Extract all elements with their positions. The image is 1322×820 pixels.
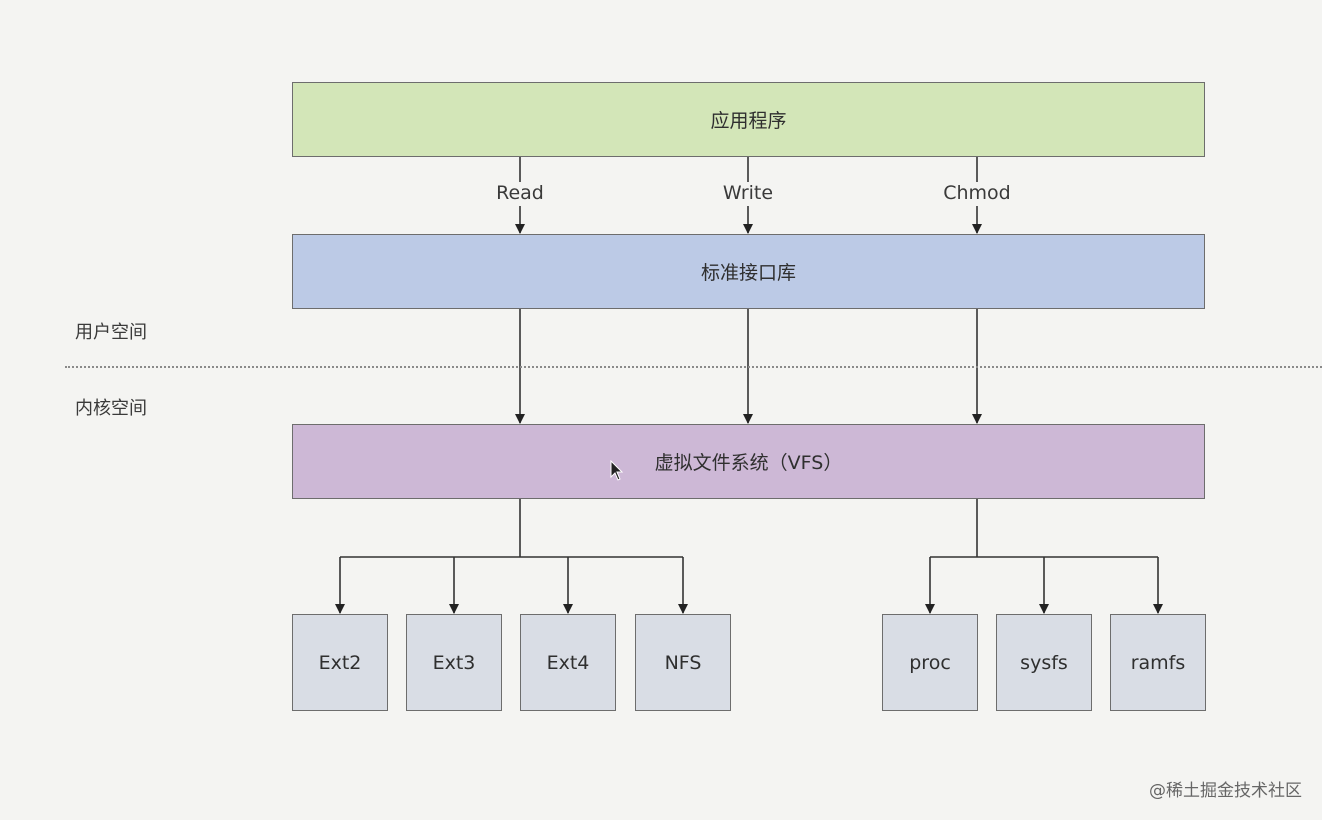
application-layer-label: 应用程序 — [710, 110, 787, 132]
user-kernel-divider — [65, 366, 1322, 368]
stdlib-layer: 标准接口库 — [292, 234, 1205, 309]
fs-ramfs-label: ramfs — [1130, 651, 1186, 674]
fs-nfs-label: NFS — [664, 651, 702, 674]
fs-nfs: NFS — [635, 614, 731, 711]
fs-ext4-label: Ext4 — [546, 651, 590, 674]
fs-ext2: Ext2 — [292, 614, 388, 711]
fs-sysfs-label: sysfs — [1020, 651, 1068, 674]
read-label: Read — [463, 182, 577, 204]
fs-ext2-label: Ext2 — [318, 651, 362, 674]
vfs-layer-label: 虚拟文件系统（VFS） — [654, 452, 843, 474]
user-space-label: 用户空间 — [75, 322, 147, 343]
fs-ext3-label: Ext3 — [432, 651, 476, 674]
vfs-layer: 虚拟文件系统（VFS） — [292, 424, 1205, 499]
fs-proc: proc — [882, 614, 978, 711]
application-layer: 应用程序 — [292, 82, 1205, 157]
fs-sysfs: sysfs — [996, 614, 1092, 711]
chmod-label: Chmod — [920, 182, 1034, 204]
fs-proc-label: proc — [909, 651, 951, 674]
kernel-space-label: 内核空间 — [75, 398, 147, 419]
fs-ext3: Ext3 — [406, 614, 502, 711]
mouse-cursor-icon — [610, 460, 624, 481]
write-label: Write — [691, 182, 805, 204]
watermark-text: @稀土掘金技术社区 — [1149, 781, 1302, 801]
stdlib-layer-label: 标准接口库 — [700, 262, 796, 284]
fs-ext4: Ext4 — [520, 614, 616, 711]
fs-ramfs: ramfs — [1110, 614, 1206, 711]
